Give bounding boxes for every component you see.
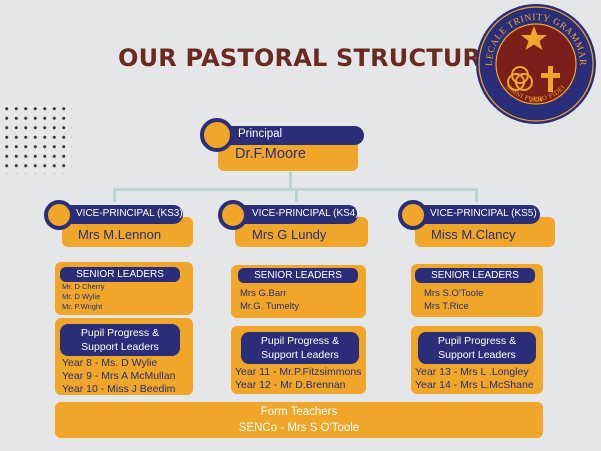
senior-leader: Mr. D Cherry [62, 282, 105, 291]
connector-line [295, 188, 298, 202]
vice-principal-role-banner [415, 205, 540, 224]
vice-principal-badge-icon [44, 200, 74, 230]
senior-leader: Mr. P.Wright [62, 302, 103, 311]
vice-principal-role-banner [235, 205, 358, 224]
connector-line [289, 172, 292, 190]
principal-name: Dr.F.Moore [235, 146, 306, 162]
crest-year: 2024 [529, 98, 543, 104]
vice-principal-role: VICE-PRINCIPAL (KS4) [252, 208, 359, 219]
pps-leaders-label: Pupil Progress & Support Leaders [241, 332, 359, 364]
pps-leaders-label: Pupil Progress & Support Leaders [60, 324, 180, 356]
triquetra-icon [507, 66, 533, 91]
form-teachers-label: Form Teachers [260, 406, 338, 418]
senior-leader: Mrs T.Rice [424, 301, 469, 312]
connector-line [113, 188, 116, 202]
pps-leader: Year 10 - Miss J Beedim [62, 383, 176, 395]
vice-principal-name: Mrs M.Lennon [78, 227, 162, 242]
pps-leader: Year 11 - Mr.P.Fitzsimmons [235, 366, 362, 378]
senior-leaders-label: SENIOR LEADERS [415, 268, 535, 283]
senior-leader: Mrs S.O'Toole [424, 288, 484, 299]
principal-badge-icon [200, 118, 234, 152]
senior-leader: Mr.G. Tumelty [240, 301, 300, 312]
senior-leaders-label: SENIOR LEADERS [238, 268, 358, 283]
principal-role-banner [218, 126, 364, 145]
cross-icon [541, 66, 560, 92]
pps-leader: Year 8 - Ms. D Wylie [62, 357, 158, 369]
vice-principal-badge-icon [218, 200, 248, 230]
principal-role: Principal [238, 128, 283, 140]
senco-label: SENCo - Mrs S O'Toole [238, 422, 360, 434]
pps-leader: Year 12 - Mr D.Brennan [235, 379, 346, 391]
school-crest-logo: LECALE TRINITY GRAMMAR OMNI PUERO FIDEI … [476, 4, 596, 124]
connector-line [475, 188, 478, 202]
form-teachers-box: Form Teachers SENCo - Mrs S O'Toole [55, 402, 543, 438]
dot-pattern-decoration [2, 104, 72, 174]
vice-principal-role: VICE-PRINCIPAL (KS3) [76, 208, 183, 219]
pps-leader: Year 14 - Mrs L.McShane [415, 379, 534, 391]
senior-leader: Mrs G.Barr [240, 288, 287, 299]
vice-principal-name: Miss M.Clancy [431, 227, 516, 242]
vice-principal-role: VICE-PRINCIPAL (KS5) [430, 208, 537, 219]
vice-principal-role-banner [62, 205, 183, 224]
pps-leader: Year 9 - Mrs A McMullan [62, 370, 176, 382]
pps-leaders-label: Pupil Progress & Support Leaders [418, 332, 536, 364]
vice-principal-badge-icon [398, 200, 428, 230]
senior-leaders-label: SENIOR LEADERS [60, 267, 180, 282]
senior-leader: Mr. D Wylie [62, 292, 101, 301]
star-icon [521, 26, 547, 50]
page-title: OUR PASTORAL STRUCTURE [118, 44, 498, 72]
vice-principal-name: Mrs G Lundy [252, 227, 327, 242]
pps-leader: Year 13 - Mrs L .Longley [415, 366, 529, 378]
